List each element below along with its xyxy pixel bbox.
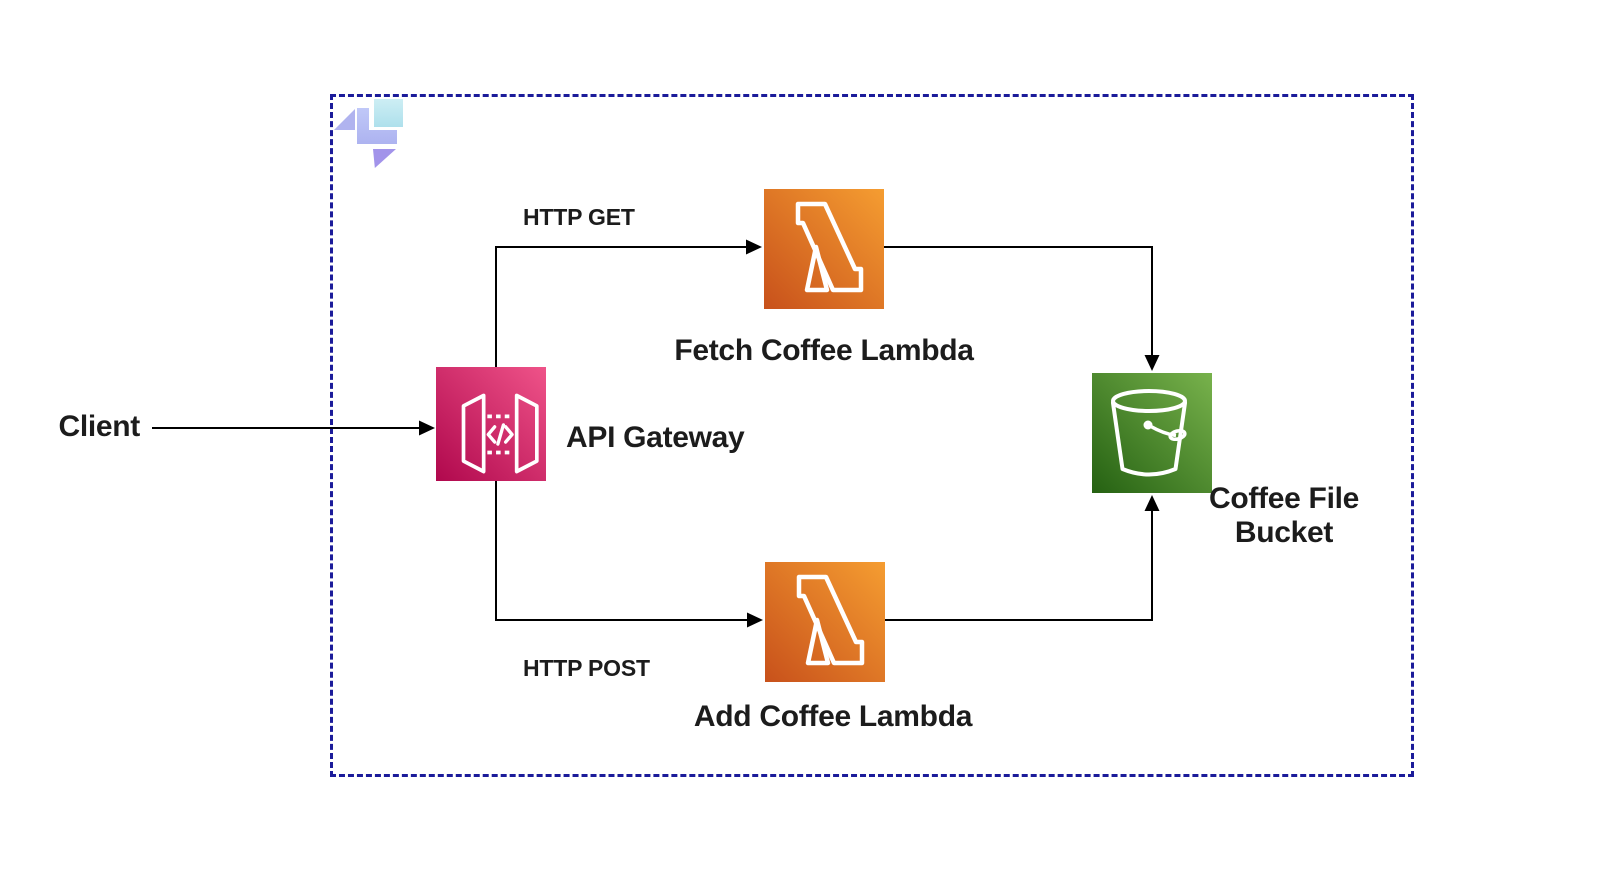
fetch-lambda-label: Fetch Coffee Lambda [674, 334, 974, 367]
logo-square-icon [374, 99, 403, 127]
node-fetch-coffee-lambda[interactable] [764, 189, 884, 309]
client-label: Client [58, 410, 140, 443]
edge-gateway-to-add-lambda[interactable] [495, 481, 763, 628]
api-gateway-label: API Gateway [566, 421, 745, 454]
lambda-icon [764, 189, 884, 309]
edge-client-to-gateway[interactable] [152, 420, 435, 436]
cloud-boundary-box [330, 94, 1414, 777]
edge-gateway-to-fetch-lambda[interactable] [495, 239, 762, 368]
edge-fetch-lambda-to-bucket[interactable] [884, 246, 1160, 371]
diagram-tool-logo [330, 95, 410, 175]
node-api-gateway[interactable] [436, 367, 546, 481]
http-post-edge-label: HTTP POST [523, 655, 650, 681]
bucket-label: Coffee File Bucket [1208, 482, 1360, 549]
http-get-edge-label: HTTP GET [523, 204, 635, 230]
s3-bucket-icon [1092, 373, 1212, 493]
add-lambda-label: Add Coffee Lambda [693, 700, 973, 733]
edge-add-lambda-to-bucket[interactable] [885, 495, 1160, 621]
node-add-coffee-lambda[interactable] [765, 562, 885, 682]
lambda-icon [765, 562, 885, 682]
node-coffee-file-bucket[interactable] [1092, 373, 1212, 493]
api-gateway-icon [436, 367, 546, 481]
